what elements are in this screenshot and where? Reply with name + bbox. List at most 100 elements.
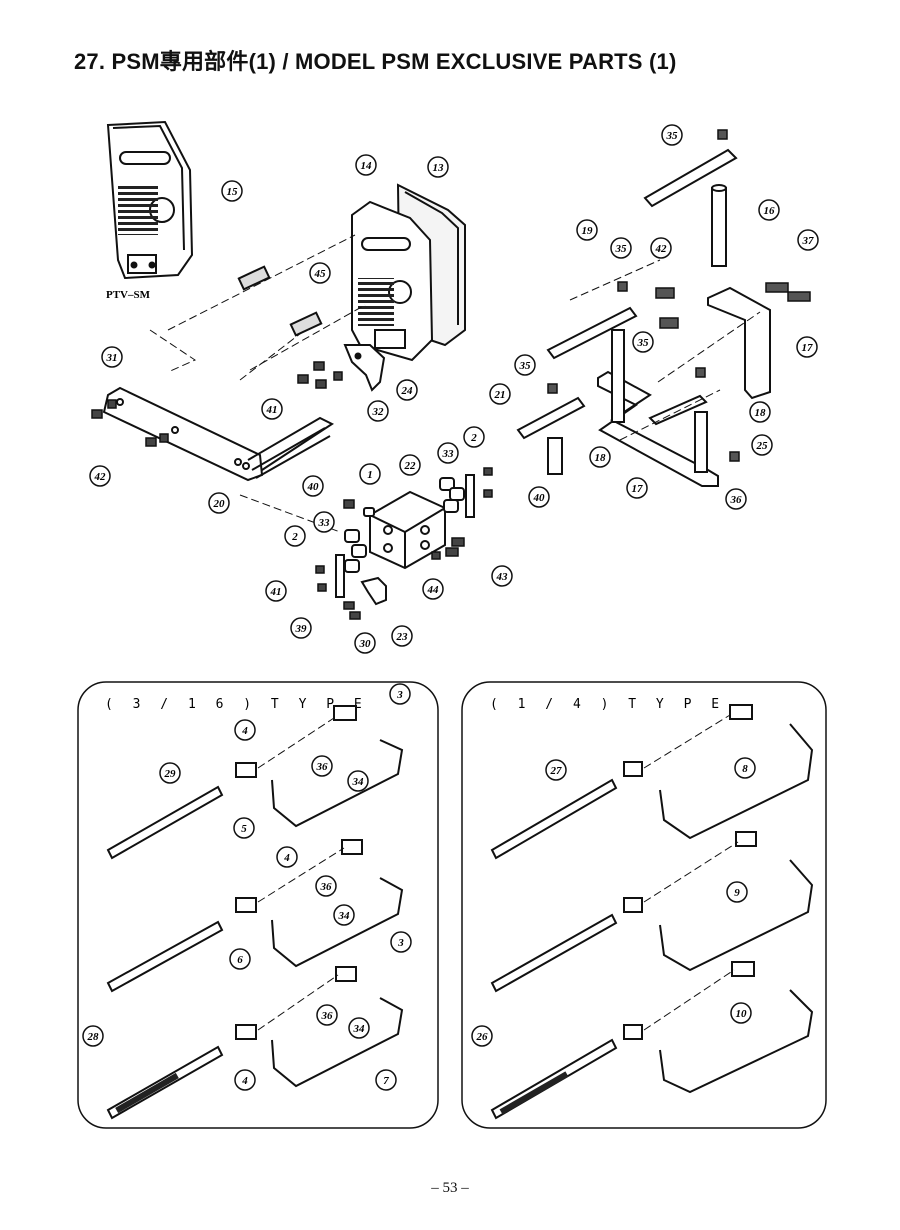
svg-text:1: 1 (367, 469, 373, 481)
svg-text:3: 3 (397, 937, 404, 949)
svg-text:6: 6 (237, 954, 243, 966)
callout-18: 18 (749, 401, 771, 423)
bracket-24 (343, 344, 386, 392)
callout-14: 16 (758, 199, 780, 221)
svg-text:13: 13 (433, 162, 445, 174)
panel-left-frame (77, 681, 439, 1129)
callout-31: 31 (101, 346, 123, 368)
svg-text:16: 16 (764, 205, 776, 217)
callout-20: 20 (208, 492, 230, 514)
callout-36c: 36 (316, 1004, 338, 1026)
callout-13: 15 (221, 180, 243, 202)
svg-text:17: 17 (632, 483, 644, 495)
svg-text:36: 36 (320, 881, 333, 893)
callout-15: 17 (796, 336, 818, 358)
bracket-arm-20 (102, 386, 335, 482)
screw-group (91, 361, 343, 447)
svg-text:28: 28 (87, 1031, 100, 1043)
frame-16 (597, 370, 719, 487)
svg-text:9: 9 (734, 887, 740, 899)
callout-22: 22 (399, 454, 421, 476)
svg-text:4: 4 (241, 1075, 248, 1087)
page-title: 27. PSM專用部件(1) / MODEL PSM EXCLUSIVE PAR… (74, 49, 677, 74)
svg-text:39: 39 (295, 623, 308, 635)
svg-text:36: 36 (730, 494, 743, 506)
callout-3a: 3 (389, 683, 411, 705)
cover-plate-13 (106, 120, 194, 280)
panel-right-frame (461, 681, 827, 1129)
callout-33a: 33 (437, 442, 459, 464)
right-panel-leaders (643, 714, 739, 1031)
link-18 (648, 394, 708, 426)
callout-37: 37 (797, 229, 819, 251)
svg-text:42: 42 (94, 471, 107, 483)
svg-text:33: 33 (442, 448, 455, 460)
panel-right-title: ( 1 / 4 ) T Y P E (490, 697, 725, 712)
posts-25 (611, 329, 708, 473)
svg-text:7: 7 (383, 1075, 389, 1087)
callout-17: 18 (589, 446, 611, 468)
svg-text:4: 4 (241, 725, 248, 737)
svg-text:40: 40 (533, 492, 546, 504)
callout-34c: 34 (348, 1017, 370, 1039)
callout-16: 17 (626, 477, 648, 499)
callout-43: 43 (491, 565, 513, 587)
svg-text:35: 35 (519, 360, 532, 372)
callout-12: 14 (355, 154, 377, 176)
svg-text:40: 40 (307, 481, 320, 493)
callout-35b: 35 (610, 237, 632, 259)
svg-text:35: 35 (637, 337, 650, 349)
callout-28: 28 (82, 1025, 104, 1047)
svg-text:33: 33 (318, 517, 331, 529)
svg-text:36: 36 (321, 1010, 334, 1022)
post-17 (547, 437, 563, 475)
post-14 (711, 184, 727, 267)
svg-text:43: 43 (496, 571, 509, 583)
callout-45: 44 (422, 578, 444, 600)
svg-text:45: 45 (314, 268, 327, 280)
svg-text:31: 31 (106, 352, 118, 364)
callout-35a: 35 (661, 124, 683, 146)
svg-text:22: 22 (404, 460, 417, 472)
svg-text:35: 35 (615, 243, 628, 255)
callout-4a: 4 (234, 719, 256, 741)
svg-text:41: 41 (266, 404, 278, 416)
svg-text:37: 37 (802, 235, 815, 247)
svg-text:34: 34 (352, 776, 365, 788)
callout-29: 29 (159, 762, 181, 784)
bracket-15 (707, 286, 771, 400)
bar-21 (516, 396, 586, 440)
nozzle-block-22 (369, 490, 446, 570)
left-panel-parts (106, 705, 404, 1120)
svg-text:35: 35 (666, 130, 679, 142)
svg-text:2: 2 (470, 432, 477, 444)
svg-text:29: 29 (164, 768, 177, 780)
callout-21: 21 (489, 383, 511, 405)
callouts-top: 15 14 13 45 31 41 32 24 42 20 40 1 22 33… (89, 124, 819, 654)
svg-text:18: 18 (595, 452, 607, 464)
callout-5: 5 (233, 817, 255, 839)
callout-23: 23 (391, 625, 413, 647)
callout-35c: 35 (632, 331, 654, 353)
callout-26: 26 (471, 1025, 493, 1047)
svg-text:19: 19 (582, 225, 594, 237)
callout-11: 13 (427, 156, 449, 178)
page-number: – 53 – (431, 1180, 469, 1196)
callout-42: 42 (650, 237, 672, 259)
svg-text:21: 21 (494, 389, 506, 401)
svg-text:34: 34 (338, 910, 351, 922)
cover-plate-12 (351, 200, 434, 362)
callout-10: 10 (730, 1002, 752, 1024)
bolts-right (547, 129, 811, 462)
svg-text:23: 23 (396, 631, 409, 643)
svg-text:20: 20 (213, 498, 226, 510)
svg-text:8: 8 (742, 763, 748, 775)
svg-text:15: 15 (227, 186, 239, 198)
svg-text:44: 44 (427, 584, 440, 596)
callout-3b: 3 (390, 931, 412, 953)
svg-text:17: 17 (802, 342, 814, 354)
svg-text:4: 4 (283, 852, 290, 864)
callout-25: 25 (751, 434, 773, 456)
svg-text:27: 27 (550, 765, 563, 777)
callout-34a: 34 (347, 770, 369, 792)
